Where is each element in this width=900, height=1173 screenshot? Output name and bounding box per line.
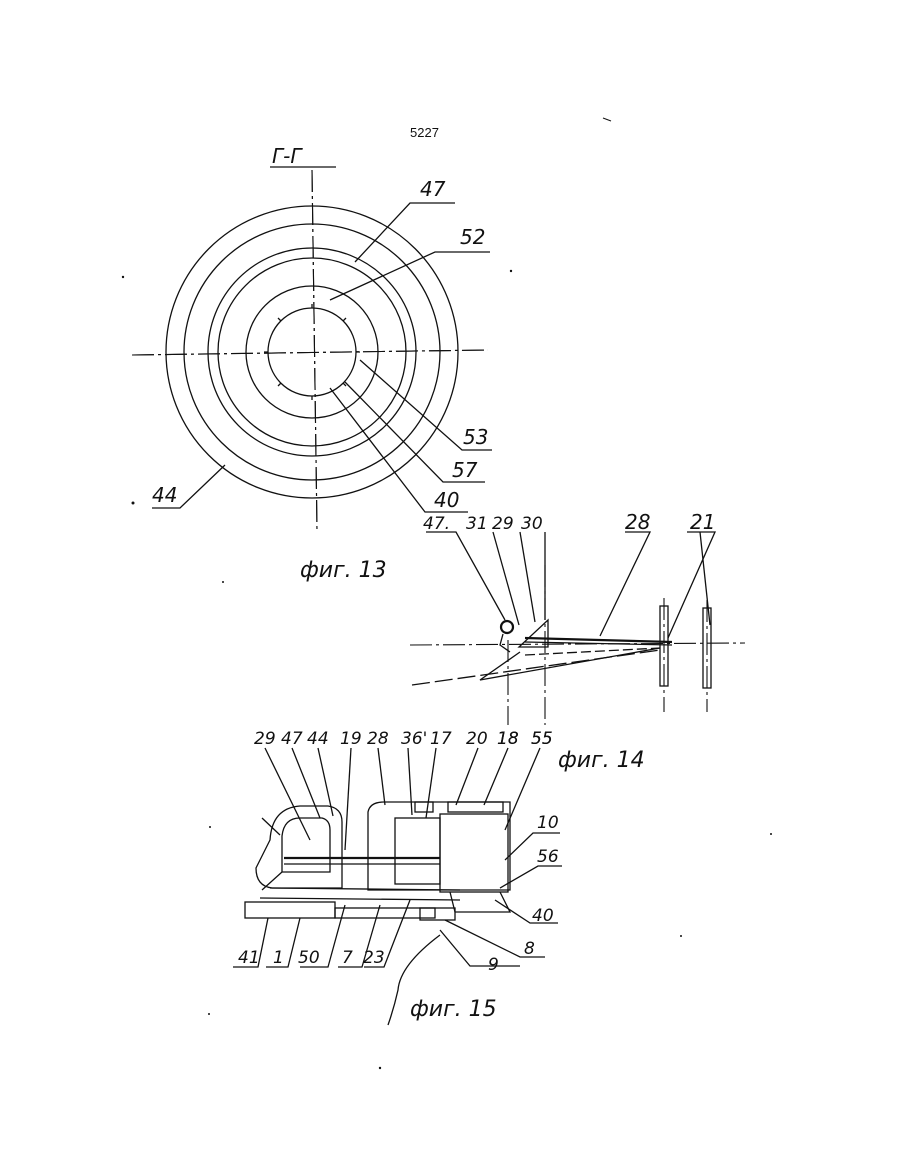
label-44: 44	[307, 729, 329, 749]
label-52: 52	[460, 225, 485, 249]
label-29: 29	[492, 514, 514, 534]
label-8: 8	[524, 939, 535, 959]
label-41: 41	[238, 948, 260, 968]
figure-14-caption: фиг. 14	[558, 748, 645, 773]
base-plate-shape	[245, 902, 335, 918]
section-label: Г-Г	[272, 144, 303, 168]
page-number: 5227	[410, 125, 439, 140]
scan-specks	[122, 118, 772, 1069]
figure-15-caption: фиг. 15	[410, 997, 497, 1022]
label-40: 40	[532, 906, 554, 926]
label-40: 40	[434, 488, 459, 512]
label-57: 57	[452, 458, 478, 482]
label-7: 7	[342, 948, 353, 968]
label-21: 21	[690, 510, 715, 534]
label-23: 23	[363, 948, 385, 968]
label-9: 9	[488, 955, 499, 975]
label-44: 44	[152, 483, 177, 507]
label-36: 36'	[401, 729, 427, 749]
label-10: 10	[537, 813, 559, 833]
label-47: 47.	[423, 514, 450, 534]
label-47: 47	[420, 177, 446, 201]
label-19: 19	[340, 729, 362, 749]
label-30: 30	[521, 514, 543, 534]
label-56: 56	[537, 847, 559, 867]
label-55: 55	[531, 729, 553, 749]
label-1: 1	[273, 948, 284, 968]
label-29: 29	[254, 729, 276, 749]
label-47: 47	[281, 729, 303, 749]
label-18: 18	[497, 729, 519, 749]
label-53: 53	[463, 425, 488, 449]
label-31: 31	[466, 514, 488, 534]
label-20: 20	[466, 729, 488, 749]
ball-shape	[501, 621, 513, 633]
label-17: 17	[430, 729, 452, 749]
figure-13-caption: фиг. 13	[300, 558, 387, 583]
label-28: 28	[367, 729, 389, 749]
label-28: 28	[625, 510, 650, 534]
figure-15: 29 47 44 19 28 36' 17 20 18 55 10 56 40 …	[233, 729, 562, 1025]
figure-14: 47. 31 29 30 28 21 18 55 фиг. 14	[410, 510, 745, 773]
block-shape	[368, 802, 510, 890]
label-50: 50	[298, 948, 320, 968]
